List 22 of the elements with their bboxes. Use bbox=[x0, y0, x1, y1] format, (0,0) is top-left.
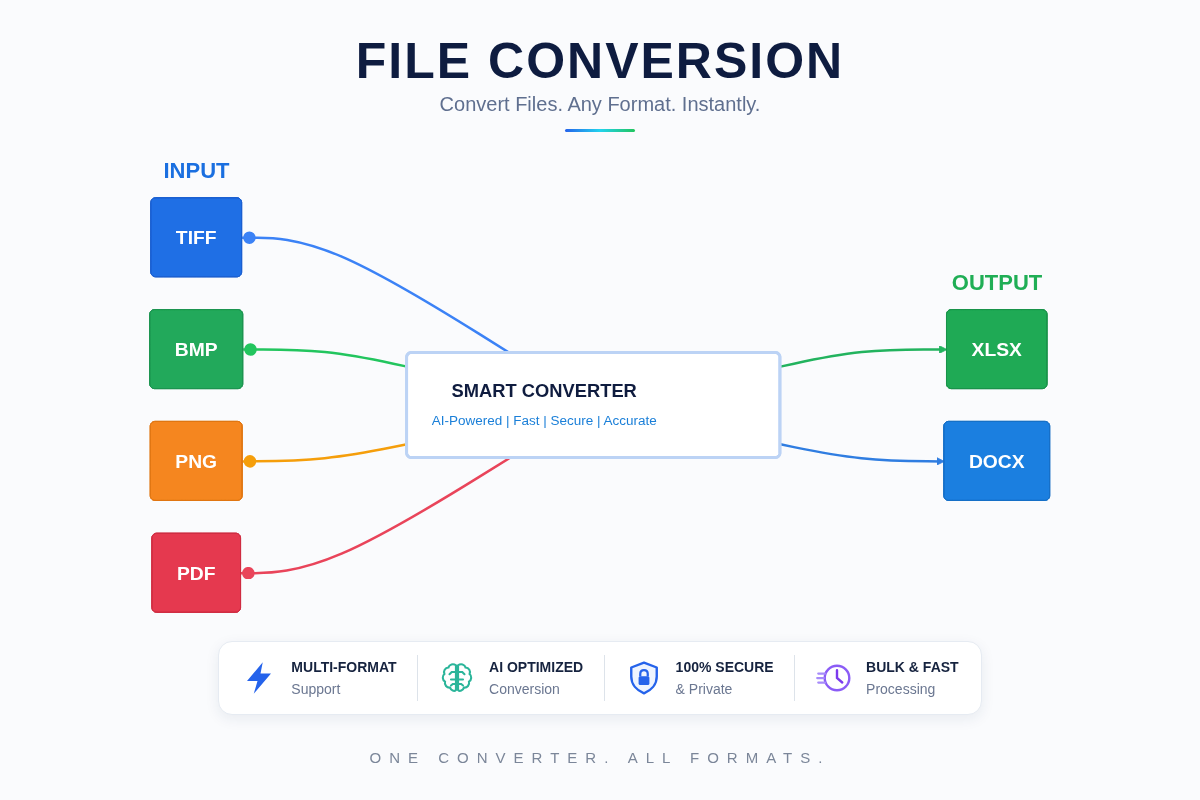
feature-title: 100% SECURE bbox=[675, 658, 774, 676]
subtitle: Convert Files. Any Format. Instantly. bbox=[439, 92, 761, 116]
file-type-node: BMP bbox=[149, 309, 244, 390]
arrow bbox=[780, 443, 945, 466]
file-type-node: PNG bbox=[150, 420, 243, 501]
column-heading: INPUT bbox=[163, 157, 230, 184]
feature-subtitle: Support bbox=[291, 680, 341, 698]
file-type-node: DOCX bbox=[943, 420, 1051, 501]
feature-subtitle: Processing bbox=[866, 680, 936, 698]
feature-title: MULTI-FORMAT bbox=[291, 658, 397, 676]
converter-node: SMART CONVERTER AI-Powered | Fast | Secure | Accurate bbox=[405, 351, 782, 459]
feature-title: BULK & FAST bbox=[866, 658, 959, 676]
feature-subtitle: & Private bbox=[675, 680, 733, 698]
title: FILE CONVERSION bbox=[355, 32, 845, 90]
caption: ONE CONVERTER. ALL FORMATS. bbox=[369, 748, 831, 768]
file-type-node: PDF bbox=[151, 532, 242, 613]
file-type-node: TIFF bbox=[150, 197, 243, 278]
feature-subtitle: Conversion bbox=[489, 680, 560, 698]
column-heading: OUTPUT bbox=[951, 269, 1043, 296]
feature-title: AI OPTIMIZED bbox=[489, 658, 584, 676]
arrow bbox=[780, 345, 948, 368]
file-type-node: XLSX bbox=[946, 309, 1048, 390]
